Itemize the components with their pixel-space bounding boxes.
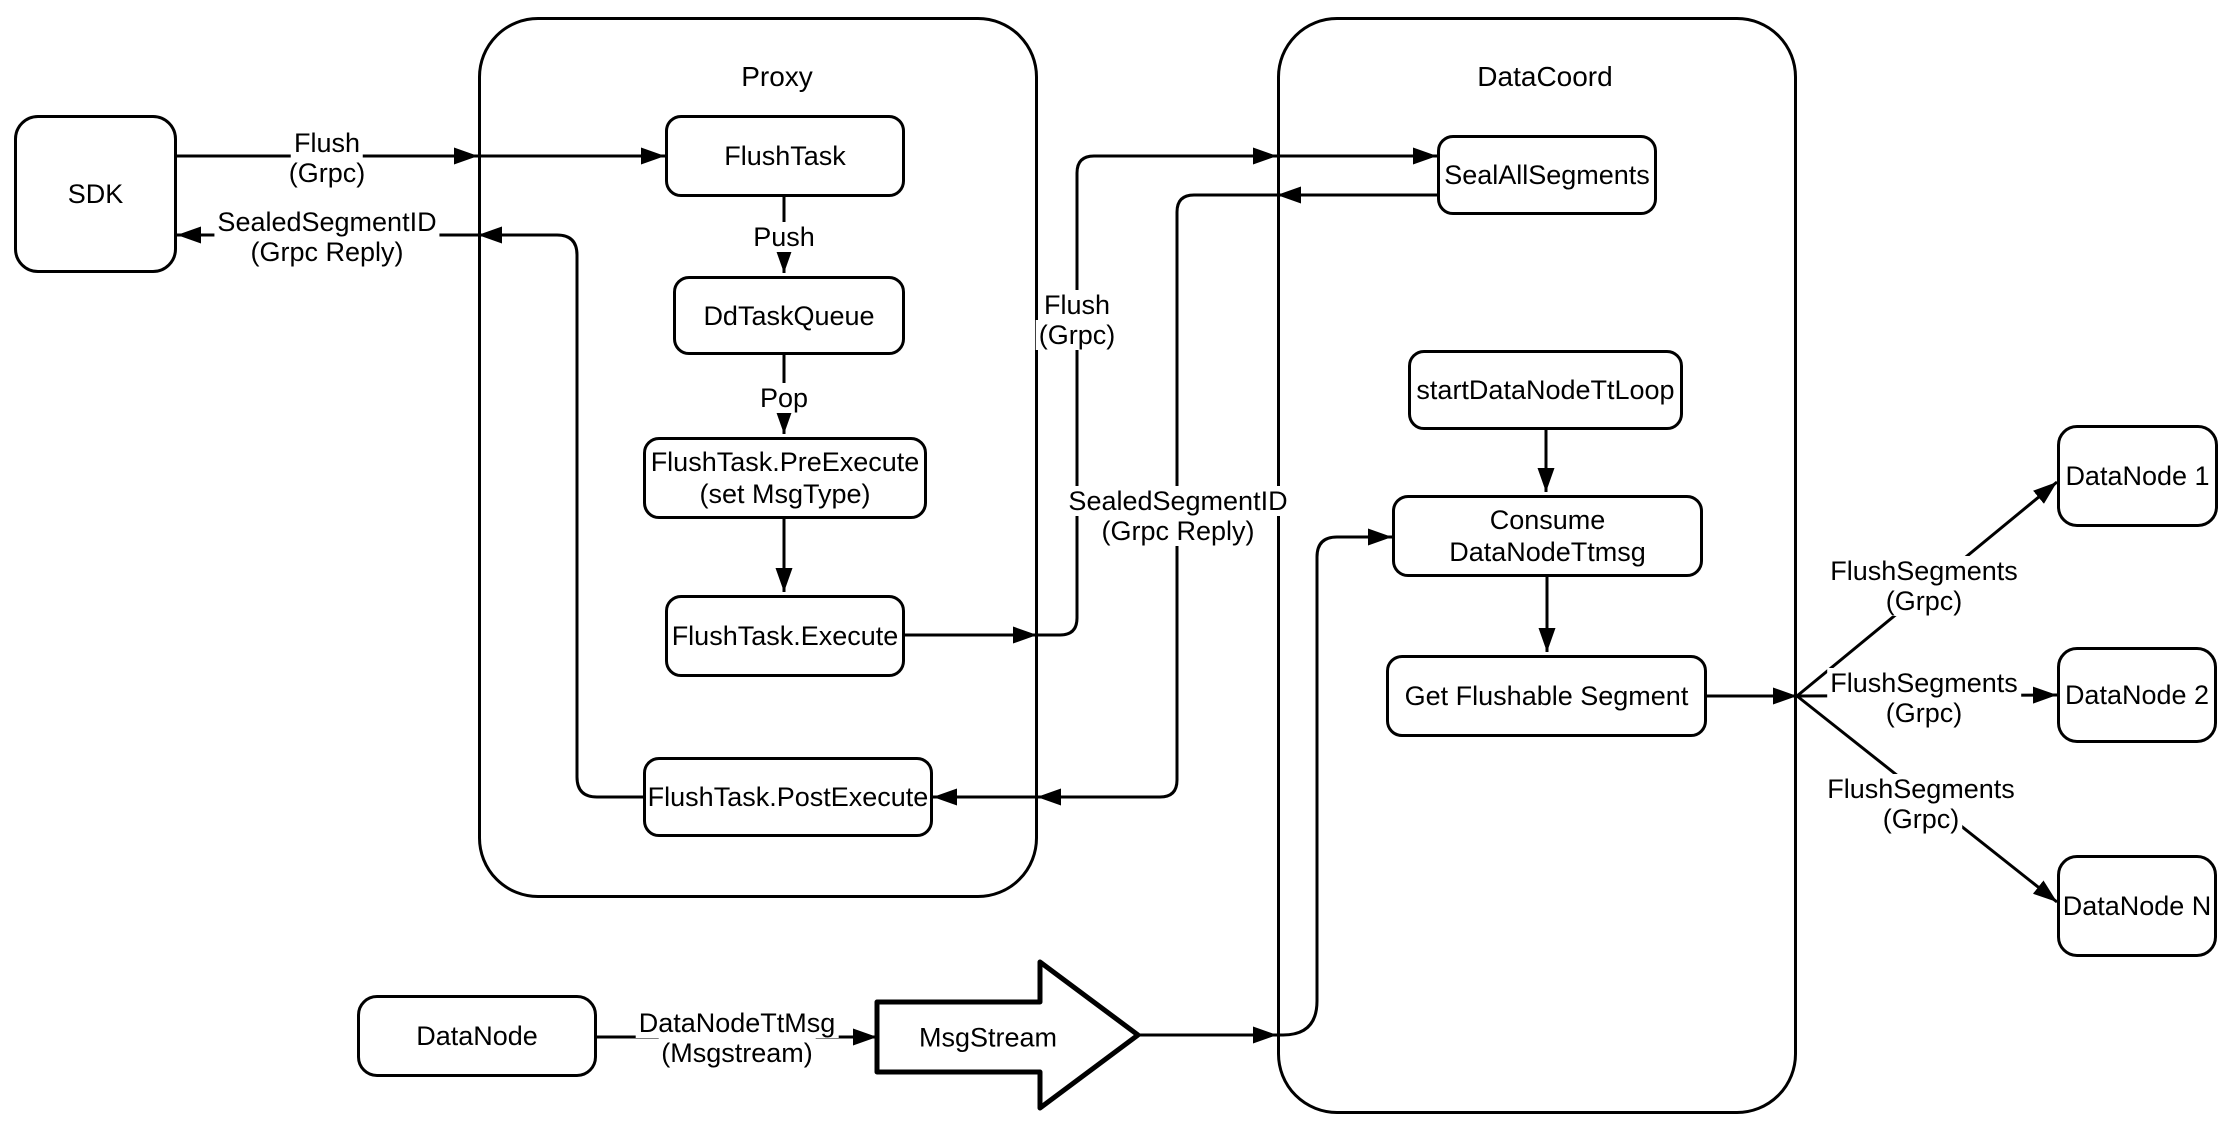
edge-label-flush-grpc-sdk: Flush (Grpc) bbox=[285, 128, 369, 188]
edge-label-push: Push bbox=[750, 222, 818, 252]
node-flushtask: FlushTask bbox=[665, 115, 905, 197]
edge-label-flushsegments-1: FlushSegments (Grpc) bbox=[1827, 556, 2021, 616]
edge-proxyborder-to-datacoord bbox=[1037, 147, 1277, 637]
node-ddtaskqueue: DdTaskQueue bbox=[673, 276, 905, 355]
container-proxy-title: Proxy bbox=[741, 61, 813, 92]
edge-label-flushsegments-2: FlushSegments (Grpc) bbox=[1827, 668, 2021, 728]
container-datacoord-title: DataCoord bbox=[1477, 61, 1613, 92]
node-startdatanodettloop: startDataNodeTtLoop bbox=[1408, 350, 1683, 430]
edge-label-flushsegments-3: FlushSegments (Grpc) bbox=[1824, 774, 2018, 834]
node-sdk: SDK bbox=[14, 115, 177, 273]
node-datanode-n: DataNode N bbox=[2057, 855, 2217, 957]
node-datanode-1: DataNode 1 bbox=[2057, 425, 2218, 527]
node-consume-datanodettmsg: Consume DataNodeTtmsg bbox=[1392, 495, 1703, 577]
node-get-flushable-segment: Get Flushable Segment bbox=[1386, 655, 1707, 737]
node-sealallsegments: SealAllSegments bbox=[1437, 135, 1657, 215]
edge-label-datanodettmsg: DataNodeTtMsg (Msgstream) bbox=[635, 1008, 839, 1068]
edge-label-pop: Pop bbox=[756, 383, 812, 413]
node-flushtask-execute: FlushTask.Execute bbox=[665, 595, 905, 677]
node-flushtask-postexecute: FlushTask.PostExecute bbox=[643, 757, 933, 837]
edge-label-sealedsegmentid-sdk: SealedSegmentID (Grpc Reply) bbox=[214, 207, 440, 267]
node-datanode-source: DataNode bbox=[357, 995, 597, 1077]
edge-label-flush-grpc-datacoord: Flush (Grpc) bbox=[1035, 290, 1119, 350]
edge-label-sealedsegmentid-datacoord: SealedSegmentID (Grpc Reply) bbox=[1065, 486, 1291, 546]
node-flushtask-preexecute: FlushTask.PreExecute (set MsgType) bbox=[643, 437, 927, 519]
node-datanode-2: DataNode 2 bbox=[2057, 647, 2217, 743]
msgstream-label: MsgStream bbox=[918, 1022, 1058, 1053]
